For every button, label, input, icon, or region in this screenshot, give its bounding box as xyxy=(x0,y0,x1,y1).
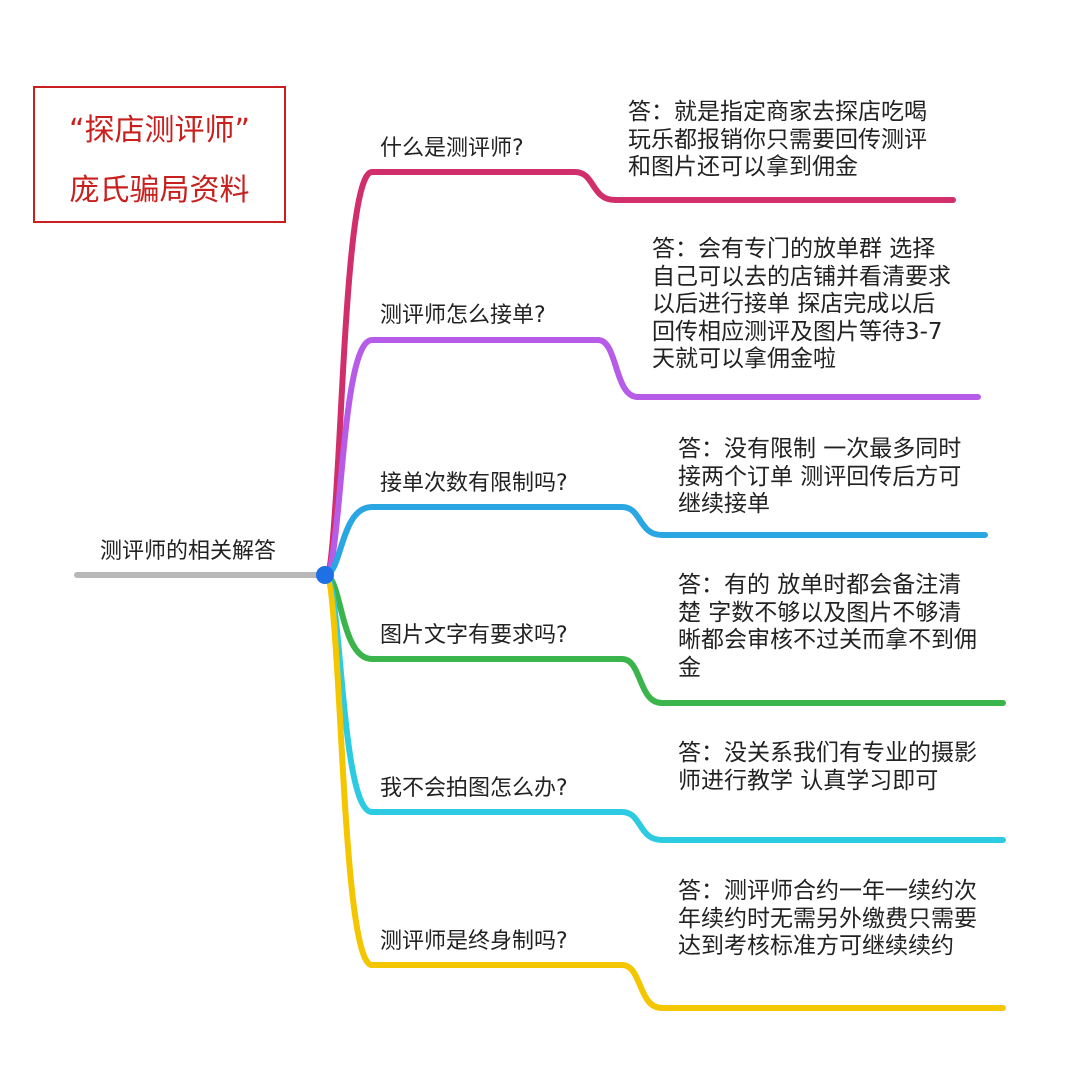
root-node-dot xyxy=(316,566,334,584)
branch-line xyxy=(322,572,1006,1011)
branch-question: 我不会拍图怎么办? xyxy=(380,776,568,801)
branch-line xyxy=(322,337,981,578)
branch-question: 测评师怎么接单? xyxy=(380,303,546,328)
branch-answer: 答：没关系我们有专业的摄影师进行教学 认真学习即可 xyxy=(678,740,977,794)
branch-answer: 答：就是指定商家去探店吃喝玩乐都报销你只需要回传测评和图片还可以拿到佣金 xyxy=(628,99,927,180)
root-label: 测评师的相关解答 xyxy=(100,539,277,564)
branch-question: 测评师是终身制吗? xyxy=(380,929,568,954)
branch-question: 什么是测评师? xyxy=(380,136,524,161)
branch-line xyxy=(322,572,1006,706)
title-line-2: 庞氏骗局资料 xyxy=(69,173,250,208)
branch-question: 接单次数有限制吗? xyxy=(380,471,568,496)
branch-answer: 答：测评师合约一年一续约次年续约时无需另外缴费只需要达到考核标准方可继续续约 xyxy=(678,878,977,959)
branch-answer: 答：没有限制 一次最多同时接两个订单 测评回传后方可继续接单 xyxy=(678,436,962,517)
title-line-1: “探店测评师” xyxy=(68,113,251,148)
branch-question: 图片文字有要求吗? xyxy=(380,623,568,648)
title-box: “探店测评师” 庞氏骗局资料 xyxy=(33,86,286,223)
branch-answer: 答：会有专门的放单群 选择自己可以去的店铺并看清要求以后进行接单 探店完成以后回… xyxy=(652,236,951,372)
branch-line xyxy=(322,504,988,578)
branch-answer: 答：有的 放单时都会备注清楚 字数不够以及图片不够清晰都会审核不过关而拿不到佣金 xyxy=(678,572,977,681)
